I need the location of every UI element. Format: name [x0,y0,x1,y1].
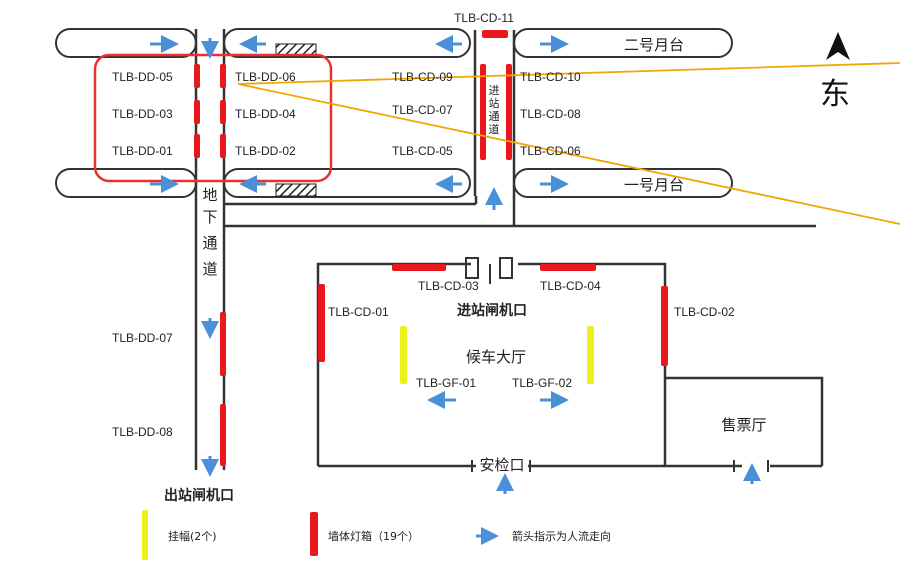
svg-text:站: 站 [489,96,500,110]
light-boxes-right: TLB-CD-09 TLB-CD-10 TLB-CD-07 TLB-CD-08 … [392,70,581,158]
svg-text:道: 道 [202,260,217,278]
ticket-hall-label: 售票厅 [721,416,766,434]
svg-text:进: 进 [489,84,500,97]
light-box-label: TLB-DD-05 [112,70,173,84]
entry-gate-title: 进站闸机口 [457,302,527,319]
hatched-block [275,183,317,197]
svg-text:道: 道 [489,122,500,136]
underpass-label: 地 下 通 道 [202,186,217,278]
gate-box-label: TLB-CD-04 [540,279,601,293]
legend-banner-swatch [142,510,148,560]
light-box-label: TLB-DD-06 [235,70,296,84]
light-box-label: TLB-DD-04 [235,107,296,121]
platform-two-label: 二号月台 [624,36,684,54]
side-box-right: TLB-CD-02 [674,305,735,319]
svg-text:地: 地 [202,186,217,204]
entry-passage-label: 进 站 通 道 [489,84,500,136]
light-box-label: TLB-CD-07 [392,103,453,117]
flow-arrows [150,35,761,494]
svg-text:通: 通 [489,110,500,123]
gate-box-label: TLB-CD-03 [418,279,479,293]
projection-rays [237,62,900,225]
exit-gate-label: 出站闸机口 [164,487,234,504]
gate-posts [465,257,769,472]
waiting-hall-walls [316,262,824,468]
svg-text:通: 通 [202,234,217,252]
underpass-box-label: TLB-DD-08 [112,425,173,439]
light-box-label: TLB-CD-10 [520,70,581,84]
waiting-room-label: 候车大厅 [466,348,526,366]
light-box-label: TLB-CD-09 [392,70,453,84]
platform-one-label: 一号月台 [624,176,684,194]
light-box-label: TLB-DD-01 [112,144,173,158]
light-box-label: TLB-DD-02 [235,144,296,158]
legend-arrow-label: 箭头指示为人流走向 [512,529,611,543]
security-label: 安检口 [479,456,524,474]
banner-label-left: TLB-GF-01 [416,376,476,390]
legend-banner-label: 挂幅(2个) [168,529,217,543]
legend-wall-label: 墙体灯箱（19个） [328,529,419,543]
legend-wall-swatch [310,512,318,556]
north-label: 东 [820,77,850,112]
banner-label-right: TLB-GF-02 [512,376,572,390]
light-box-label: TLB-CD-08 [520,107,581,121]
light-boxes-left: TLB-DD-05 TLB-DD-06 TLB-DD-03 TLB-DD-04 … [112,70,296,158]
north-arrow-icon [826,32,850,60]
legend: 挂幅(2个) 墙体灯箱（19个） 箭头指示为人流走向 [142,510,611,560]
underpass-box-label: TLB-DD-07 [112,331,173,345]
light-box-label: TLB-CD-05 [392,144,453,158]
svg-text:下: 下 [202,208,217,226]
banners [400,326,594,384]
side-box-left: TLB-CD-01 [328,305,389,319]
wall-light-boxes [194,30,668,466]
light-box-label: TLB-CD-06 [520,144,581,158]
light-box-label: TLB-DD-03 [112,107,173,121]
top-label: TLB-CD-11 [454,11,514,25]
